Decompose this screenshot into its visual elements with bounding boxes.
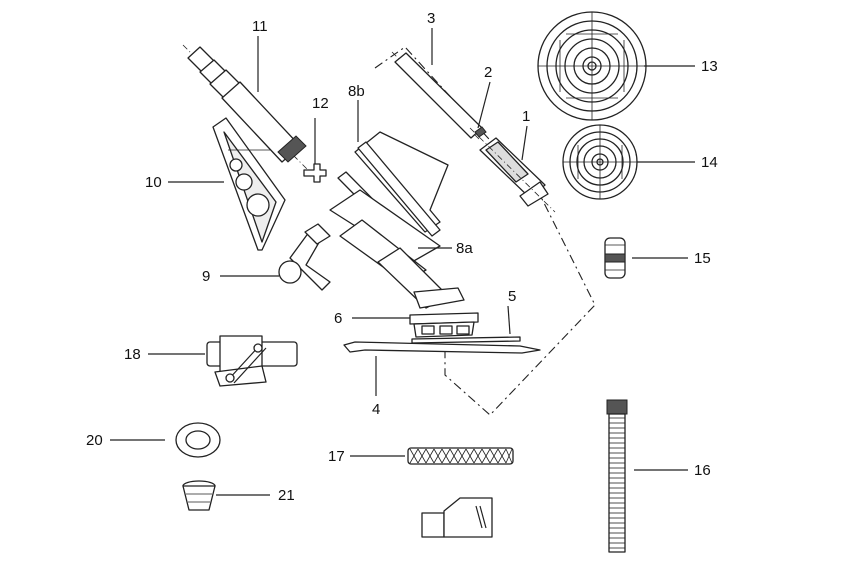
part-6-seal [409,312,479,338]
label-10: 10 [145,174,162,191]
label-1: 1 [522,108,530,125]
cone-connector [421,497,493,538]
label-5: 5 [508,288,516,305]
part-10-triangle-bracket [212,117,286,251]
label-8a: 8a [456,240,473,257]
part-14-small-disc [562,124,638,200]
part-12-cross-fitting [303,118,327,183]
part-13-large-disc [537,11,647,121]
part-8-housing [329,131,465,309]
label-4: 4 [372,401,380,418]
label-9: 9 [202,268,210,285]
label-14: 14 [701,154,718,171]
part-5-plate [411,336,521,344]
assembly-outline [374,46,596,416]
label-20: 20 [86,432,103,449]
label-15: 15 [694,250,711,267]
part-16-hose [606,399,628,553]
label-16: 16 [694,462,711,479]
part-4-skirt [343,341,541,354]
label-2: 2 [484,64,492,81]
label-21: 21 [278,487,295,504]
label-13: 13 [701,58,718,75]
part-17-mesh-sleeve [407,447,514,465]
label-8b: 8b [348,83,365,100]
part-2-ring [474,126,487,138]
label-6: 6 [334,310,342,327]
part-20-washer [175,422,221,458]
label-12: 12 [312,95,329,112]
part-18-valve [206,335,298,387]
label-11: 11 [252,18,268,35]
leader-lines [110,28,695,496]
part-11-pole [182,44,319,181]
part-15-coupling [604,237,626,279]
label-17: 17 [328,448,345,465]
part-1-nozzle [469,127,556,213]
part-9-float-hook [278,223,331,291]
part-3-tube [391,51,483,141]
label-18: 18 [124,346,141,363]
label-3: 3 [427,10,435,27]
part-21-cone-fitting [182,480,216,511]
